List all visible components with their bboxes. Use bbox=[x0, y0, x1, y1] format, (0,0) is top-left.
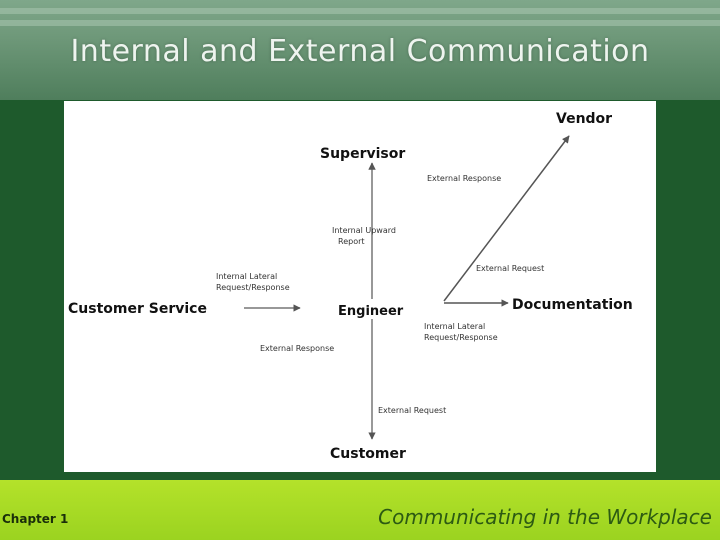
documentation-vendor-arrow bbox=[443, 135, 570, 302]
header-stripe bbox=[0, 20, 720, 26]
node-supervisor: Supervisor bbox=[320, 146, 405, 162]
communication-diagram: Supervisor Vendor Customer Service Engin… bbox=[68, 111, 633, 462]
node-customer-service: Customer Service bbox=[68, 301, 207, 317]
node-documentation: Documentation bbox=[512, 297, 633, 313]
slide-header bbox=[0, 0, 720, 100]
label-internal-upward-report: Internal Upward bbox=[332, 226, 396, 235]
footer-subtitle: Communicating in the Workplace bbox=[378, 505, 712, 529]
label-internal-lateral-doc: Internal Lateral bbox=[424, 322, 485, 331]
label-internal-lateral-cs: Request/Response bbox=[216, 283, 290, 292]
label-internal-lateral-doc: Request/Response bbox=[424, 333, 498, 342]
diagram-panel: Supervisor Vendor Customer Service Engin… bbox=[64, 101, 656, 472]
node-engineer: Engineer bbox=[338, 304, 404, 319]
label-external-response-customer: External Response bbox=[260, 344, 334, 353]
label-external-response-vendor: External Response bbox=[427, 174, 501, 183]
slide-title: Internal and External Communication bbox=[70, 34, 650, 69]
node-vendor: Vendor bbox=[556, 111, 612, 127]
chapter-label: Chapter 1 bbox=[2, 512, 69, 526]
node-customer: Customer bbox=[330, 446, 406, 462]
label-internal-upward-report: Report bbox=[338, 237, 365, 246]
slide-footer bbox=[0, 480, 720, 540]
label-external-request-vendor: External Request bbox=[476, 264, 544, 273]
label-internal-lateral-cs: Internal Lateral bbox=[216, 272, 277, 281]
header-stripe bbox=[0, 8, 720, 14]
label-external-request-customer: External Request bbox=[378, 406, 446, 415]
